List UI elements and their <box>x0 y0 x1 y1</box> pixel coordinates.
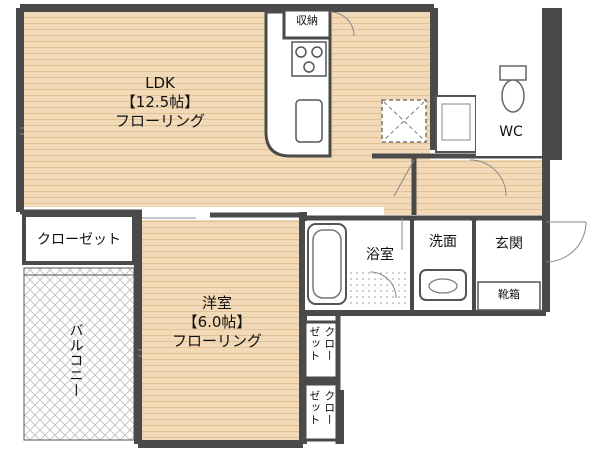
shoe-box <box>477 281 541 311</box>
closet-b-label-col2: クロー <box>322 390 336 426</box>
western-size: 【6.0帖】 <box>182 312 252 331</box>
closet-a-label-col1: ゼット <box>307 326 321 362</box>
entrance-label: 玄関 <box>495 236 523 252</box>
closet-left <box>22 213 136 265</box>
washbasin-icon <box>419 269 467 301</box>
closet-b-label-col1: ゼット <box>307 390 321 426</box>
shoe-box-label: 靴箱 <box>498 288 520 301</box>
western-label-block: 洋室 【6.0帖】 フローリング <box>152 294 282 350</box>
ldk-size: 【12.5帖】 <box>120 92 200 111</box>
bath-label: 浴室 <box>366 247 394 263</box>
bathtub-icon <box>307 223 347 305</box>
balcony-label: バルコニー <box>67 322 84 398</box>
stove-icon <box>291 41 327 77</box>
storage-label: 収納 <box>296 14 318 27</box>
washroom-label: 洗面 <box>429 234 457 250</box>
exterior-wall-right <box>542 8 562 160</box>
wc-label: WC <box>499 124 523 140</box>
ldk-name: LDK <box>145 74 175 92</box>
ldk-floor: フローリング <box>114 111 205 130</box>
toilet-tank <box>499 65 527 81</box>
closet-a <box>303 320 339 380</box>
hall-floor <box>384 160 542 215</box>
sink-icon <box>295 99 323 143</box>
toilet-icon <box>501 79 525 113</box>
ldk-label-block: LDK 【12.5帖】 フローリング <box>95 74 225 130</box>
western-name: 洋室 <box>201 294 232 312</box>
western-floor <box>142 220 299 440</box>
bath-floor-tiles <box>350 268 408 308</box>
wall-block-bottom <box>338 390 344 444</box>
closet-a-label-col2: クロー <box>322 326 336 362</box>
closet-b <box>303 382 339 442</box>
fridge-space <box>381 99 427 143</box>
western-floor: フローリング <box>171 331 262 350</box>
closet-label: クローゼット <box>37 232 121 248</box>
